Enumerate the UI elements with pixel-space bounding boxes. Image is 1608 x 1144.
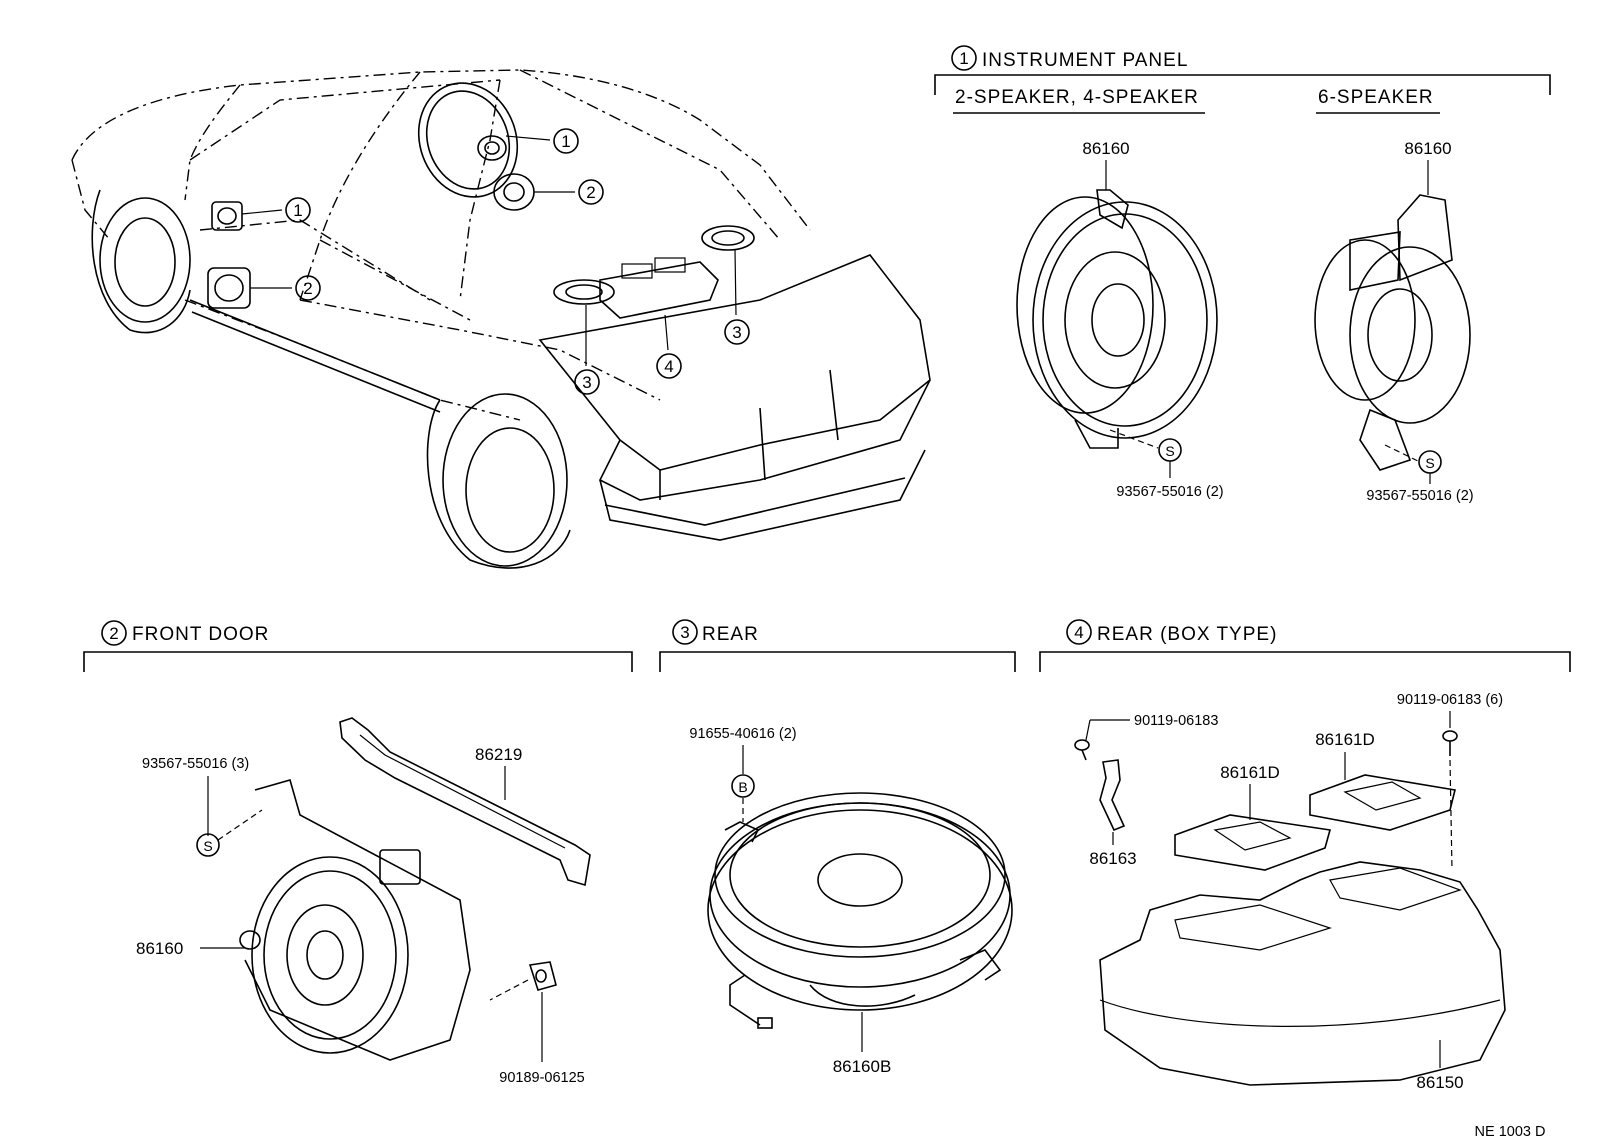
car-ip-speaker-icon	[477, 135, 507, 161]
section-2-number: 2	[109, 624, 118, 643]
box-screw-multi-part-number: 90119-06183 (6)	[1397, 692, 1503, 708]
box-screw-single-icon	[1074, 739, 1090, 761]
section-3-title: REAR	[702, 624, 759, 645]
section-instrument-panel: 1 INSTRUMENT PANEL 2-SPEAKER, 4-SPEAKER …	[934, 45, 1551, 504]
section-front-door: 2 FRONT DOOR 86219 93567-55016 (3) S 861…	[83, 620, 633, 1086]
box-screw-multi-icon	[1442, 730, 1458, 756]
car-side-tweeter-icon	[211, 201, 243, 231]
rear-screw-part-number: 91655-40616 (2)	[689, 726, 796, 742]
box-screw-single-part-number: 90119-06183	[1134, 713, 1218, 729]
box-plate-b-part-number: 86161D	[1315, 730, 1375, 749]
svg-text:B: B	[738, 779, 747, 795]
car-side-door-speaker-icon	[207, 267, 251, 309]
section-2-title: FRONT DOOR	[132, 624, 269, 645]
variant-2-4-speaker-label: 2-SPEAKER, 4-SPEAKER	[955, 87, 1199, 108]
box-plate-a-drawing	[1174, 814, 1332, 871]
section-3-number: 3	[680, 623, 689, 642]
svg-text:4: 4	[664, 357, 673, 376]
car-callout-1-side: 1	[285, 197, 311, 223]
section-4-title: REAR (BOX TYPE)	[1097, 624, 1277, 645]
svg-text:S: S	[203, 838, 212, 854]
car-callout-4: 4	[656, 353, 682, 379]
section-3-bracket	[659, 651, 1016, 672]
section-1-bracket	[934, 74, 1551, 95]
car-rear-left-speaker-icon	[553, 279, 615, 305]
svg-text:S: S	[1165, 443, 1174, 459]
section-rear: 3 REAR 91655-40616 (2) B 86160B	[659, 619, 1016, 1076]
section-rear-box: 4 REAR (BOX TYPE) 90119-06183 90119-0618…	[1039, 619, 1571, 1092]
svg-text:3: 3	[732, 323, 741, 342]
box-housing-part-number: 86150	[1416, 1073, 1463, 1092]
car-callout-2-top: 2	[578, 179, 604, 205]
ip-6-screw-part-number: 93567-55016 (2)	[1366, 488, 1473, 504]
footer-code: NE 1003 D	[1475, 1124, 1546, 1140]
svg-text:2: 2	[303, 279, 312, 298]
fd-screw-part-number: 93567-55016 (3)	[142, 756, 249, 772]
box-plate-a-part-number: 86161D	[1220, 763, 1280, 782]
fd-clip-drawing	[528, 961, 557, 991]
box-bracket-part-number: 86163	[1089, 849, 1136, 868]
variant-6-speaker-label: 6-SPEAKER	[1318, 87, 1434, 108]
ip-2-4-speaker-part-number: 86160	[1082, 139, 1129, 158]
ip-2-4-speaker-drawing	[1016, 189, 1218, 449]
fd-clip-part-number: 90189-06125	[499, 1070, 584, 1086]
section-2-bracket	[83, 651, 633, 672]
car-callout-2-side: 2	[295, 275, 321, 301]
section-1-number: 1	[959, 49, 968, 68]
fd-bracket-part-number: 86219	[475, 745, 522, 764]
car-door-speaker-front-icon	[493, 173, 535, 211]
ip-6-speaker-drawing	[1314, 194, 1471, 471]
box-housing-drawing	[1099, 861, 1506, 1086]
box-plate-b-drawing	[1309, 774, 1456, 831]
svg-text:2: 2	[586, 183, 595, 202]
rear-speaker-drawing	[707, 792, 1013, 1029]
svg-text:1: 1	[561, 132, 570, 151]
fd-speaker-drawing	[239, 779, 471, 1061]
section-4-bracket	[1039, 651, 1571, 672]
fd-screw-symbol	[196, 833, 220, 857]
section-1-title: INSTRUMENT PANEL	[982, 50, 1188, 71]
box-bracket-drawing	[1099, 759, 1126, 832]
fd-speaker-part-number: 86160	[136, 939, 183, 958]
ip-6-speaker-part-number: 86160	[1404, 139, 1451, 158]
fd-bracket-drawing	[339, 717, 591, 887]
rear-speaker-part-number: 86160B	[833, 1057, 892, 1076]
rear-screw-symbol	[731, 774, 755, 798]
car-rear-box-icon	[599, 257, 719, 319]
car-overview-illustration: 1 2 1 2 3 4 3	[71, 69, 931, 569]
svg-text:1: 1	[293, 201, 302, 220]
section-4-number: 4	[1074, 623, 1083, 642]
section-1-number-circle	[951, 45, 977, 71]
car-callout-1-top: 1	[553, 128, 579, 154]
car-callout-3-right: 3	[724, 319, 750, 345]
ip-2-4-screw-part-number: 93567-55016 (2)	[1116, 484, 1223, 500]
car-callout-3-left: 3	[574, 369, 600, 395]
svg-text:3: 3	[582, 373, 591, 392]
car-rear-right-speaker-icon	[701, 225, 755, 251]
svg-text:S: S	[1425, 455, 1434, 471]
